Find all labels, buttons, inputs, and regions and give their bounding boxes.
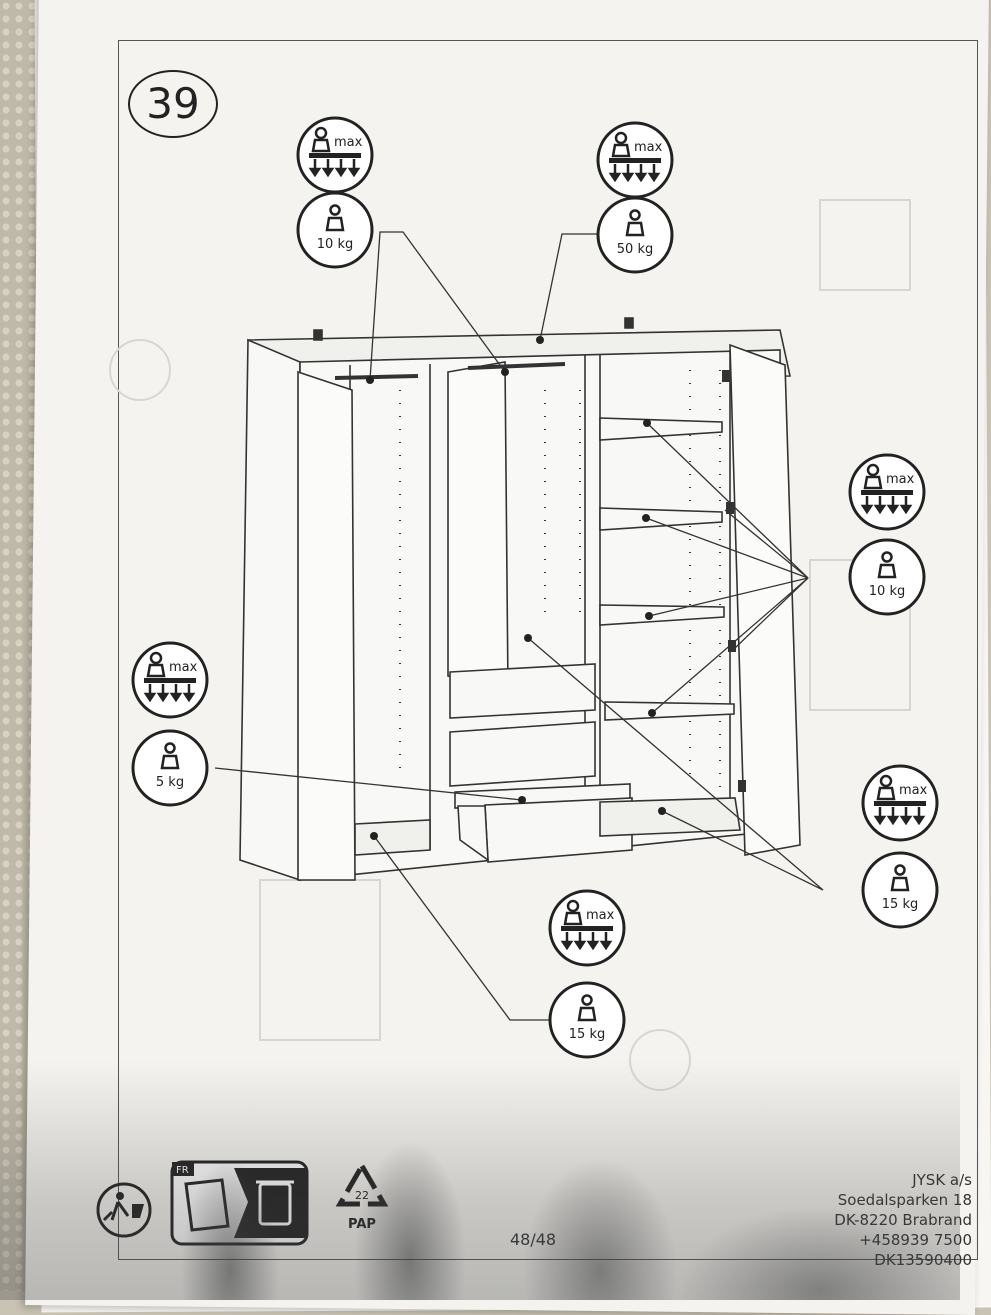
svg-text:10 kg: 10 kg	[317, 237, 353, 252]
top-rod-max-icon: max	[296, 116, 374, 194]
company-line: DK-8220 Brabrand	[834, 1211, 972, 1229]
svg-text:max: max	[169, 660, 198, 675]
svg-text:15 kg: 15 kg	[882, 897, 918, 912]
shelves-max-icon: max	[848, 453, 926, 531]
step-number: 39	[128, 70, 218, 138]
svg-text:PAP: PAP	[348, 1217, 376, 1232]
top-panel-max-icon: max	[596, 121, 674, 199]
drawer-weight-icon: 5 kg	[131, 729, 209, 807]
recycle-triangle-icon: 22 PAP	[335, 1161, 389, 1232]
shelves-weight-icon: 10 kg	[848, 538, 926, 616]
svg-text:15 kg: 15 kg	[569, 1027, 605, 1042]
company-line: JYSK a/s	[912, 1171, 972, 1189]
svg-text:10 kg: 10 kg	[869, 584, 905, 599]
svg-text:max: max	[886, 472, 915, 487]
triman-sorting-icon: FR	[170, 1160, 309, 1246]
svg-text:max: max	[899, 783, 928, 798]
leader-lines	[214, 231, 824, 1021]
svg-text:max: max	[334, 135, 363, 150]
svg-text:50 kg: 50 kg	[617, 242, 653, 257]
page-number: 48/48	[510, 1230, 557, 1249]
company-line: +458939 7500	[859, 1231, 972, 1249]
company-line: Soedalsparken 18	[837, 1191, 972, 1209]
bottom-right-max-icon: max	[861, 764, 939, 842]
company-address: JYSK a/s Soedalsparken 18 DK-8220 Brabra…	[812, 1170, 972, 1270]
tidyman-recycle-icon	[96, 1182, 152, 1238]
drawer-max-icon: max	[131, 641, 209, 719]
wardrobe	[239, 317, 801, 882]
bottom-right-weight-icon: 15 kg	[861, 851, 939, 929]
bottom-left-max-icon: max	[548, 889, 626, 967]
top-panel-weight-icon: 50 kg	[596, 196, 674, 274]
svg-text:5 kg: 5 kg	[156, 775, 184, 790]
svg-text:22: 22	[355, 1189, 369, 1202]
top-rod-weight-icon: 10 kg	[296, 191, 374, 269]
svg-text:FR: FR	[176, 1165, 189, 1176]
svg-text:max: max	[634, 140, 663, 155]
company-line: DK13590400	[874, 1251, 972, 1269]
assembly-illustration: max 10 kg max 50 kg max 10 kg max 5 kg m…	[96, 116, 939, 1246]
leader-dots	[366, 336, 666, 840]
svg-text:max: max	[586, 908, 615, 923]
bottom-left-weight-icon: 15 kg	[548, 981, 626, 1059]
